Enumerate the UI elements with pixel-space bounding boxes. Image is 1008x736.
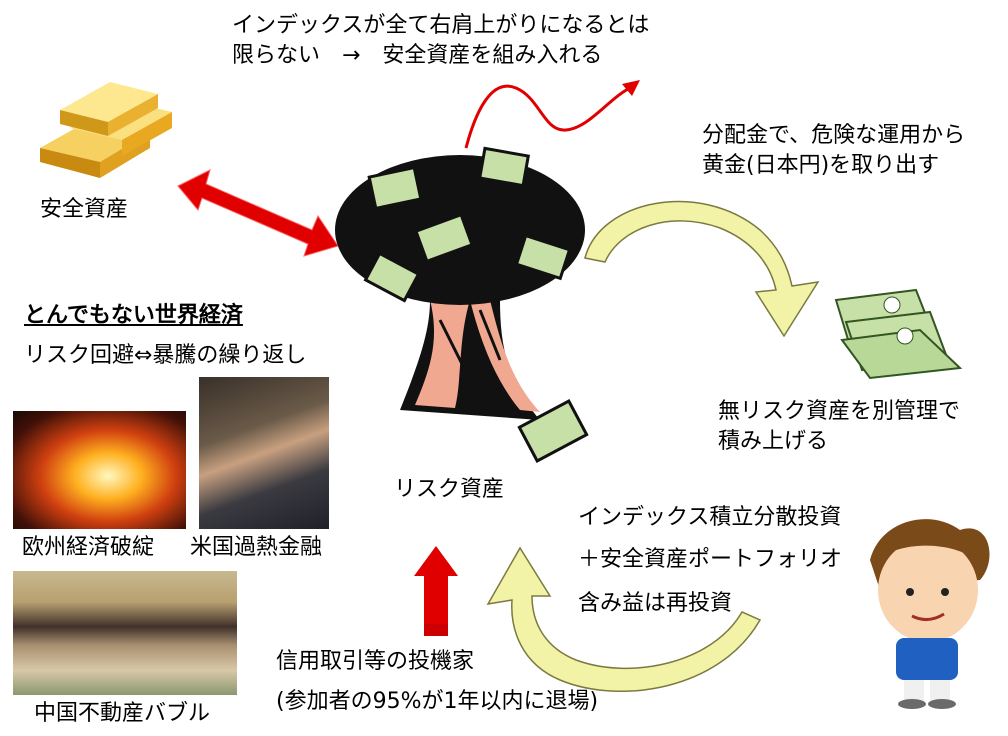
china-real-estate-photo (13, 571, 237, 695)
yellow-curved-arrow-right (584, 200, 820, 338)
riskfree-note-line1: 無リスク資産を別管理で (718, 399, 961, 424)
investor-cartoon-icon (870, 519, 990, 709)
double-red-arrow (177, 169, 339, 257)
photo-caption-us: 米国過熱金融 (190, 535, 323, 560)
money-bills-icon (834, 288, 963, 380)
gold-bars-icon (40, 82, 172, 178)
red-up-arrow (414, 546, 458, 636)
dividend-note-line2: 黄金(日本円)を取り出す (702, 153, 940, 178)
dividend-note-line1: 分配金で、危険な運用から (702, 123, 966, 148)
speculator-note-line2: (参加者の95%が1年以内に退場) (276, 689, 599, 714)
europe-riot-photo (13, 411, 186, 529)
world-economy-subtitle: リスク回避⇔暴騰の繰り返し (24, 343, 307, 368)
yellow-curved-arrow-bottom (486, 546, 762, 693)
money-tree-icon (335, 146, 589, 463)
top-note-line2: 限らない → 安全資産を組み入れる (232, 43, 603, 68)
riskfree-note-line2: 積み上げる (718, 429, 829, 454)
speculator-note-line1: 信用取引等の投機家 (276, 649, 475, 674)
rising-line-icon (464, 80, 640, 149)
investor-note-line2: ＋安全資産ポートフォリオ (578, 547, 843, 572)
world-economy-title: とんでもない世界経済 (24, 303, 243, 328)
investor-note-line3: 含み益は再投資 (578, 591, 733, 616)
photo-caption-europe: 欧州経済破綻 (22, 535, 155, 560)
top-note-line1: インデックスが全て右肩上がりになるとは (232, 13, 650, 38)
us-trader-photo (199, 377, 329, 529)
investor-note-line1: インデックス積立分散投資 (578, 505, 842, 530)
photo-caption-china: 中国不動産バブル (34, 701, 211, 726)
risk-asset-label: リスク資産 (394, 477, 505, 502)
safe-asset-label: 安全資産 (40, 197, 129, 222)
